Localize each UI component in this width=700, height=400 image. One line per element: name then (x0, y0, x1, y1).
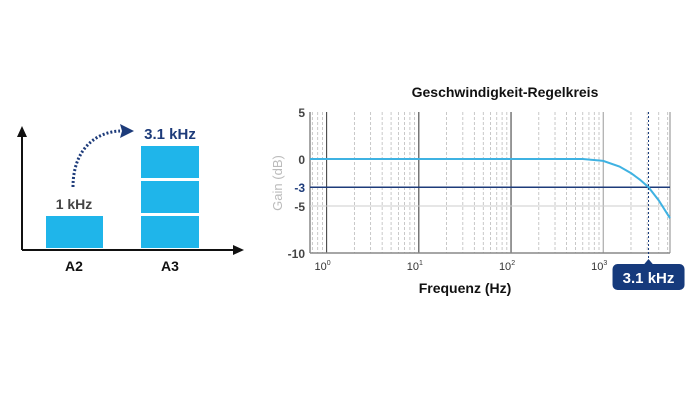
x-tick-label: 102 (499, 260, 515, 273)
bar-a2-block (46, 216, 103, 248)
x-axis-arrow-icon (233, 245, 244, 255)
bar-a3-block (141, 216, 199, 248)
y-tick-label: 0 (298, 153, 305, 167)
x-tick-exponent: 2 (511, 260, 515, 267)
x-tick-exponent: 1 (419, 260, 423, 267)
y-axis-arrow-icon (17, 126, 27, 137)
y-axis-label: Gain (dB) (270, 155, 285, 211)
x-axis-label: Frequenz (Hz) (419, 280, 512, 296)
arrow-head-icon (120, 124, 134, 138)
chart-title: Geschwindigkeit-Regelkreis (412, 84, 599, 100)
bar-a3-block (141, 181, 199, 213)
cutoff-pointer-icon (643, 259, 654, 265)
a2-label: A2 (65, 258, 83, 274)
x-tick-exponent: 3 (603, 260, 607, 267)
a3-freq-label: 3.1 kHz (144, 126, 196, 143)
y-tick-label: -3 (294, 181, 305, 195)
y-tick-label: -10 (288, 247, 306, 261)
bandwidth-diagram: 1 kHz 3.1 kHz A2 A3 (17, 124, 244, 274)
a3-label: A3 (161, 258, 179, 274)
cutoff-badge (612, 264, 685, 290)
upgrade-arrow-path (71, 129, 121, 188)
x-tick-label: 103 (591, 260, 607, 273)
x-tick-label: 100 (315, 260, 331, 273)
y-tick-label: -5 (294, 200, 305, 214)
x-tick-label: 101 (407, 260, 423, 273)
gain-curve (310, 158, 671, 219)
x-tick-exponent: 0 (327, 260, 331, 267)
bar-a3-block (141, 146, 199, 178)
y-tick-label: 5 (298, 106, 305, 120)
gain-chart: Geschwindigkeit-Regelkreis Gain (dB) Fre… (270, 84, 685, 296)
a2-freq-label: 1 kHz (56, 196, 93, 212)
cutoff-badge-label: 3.1 kHz (623, 270, 675, 287)
